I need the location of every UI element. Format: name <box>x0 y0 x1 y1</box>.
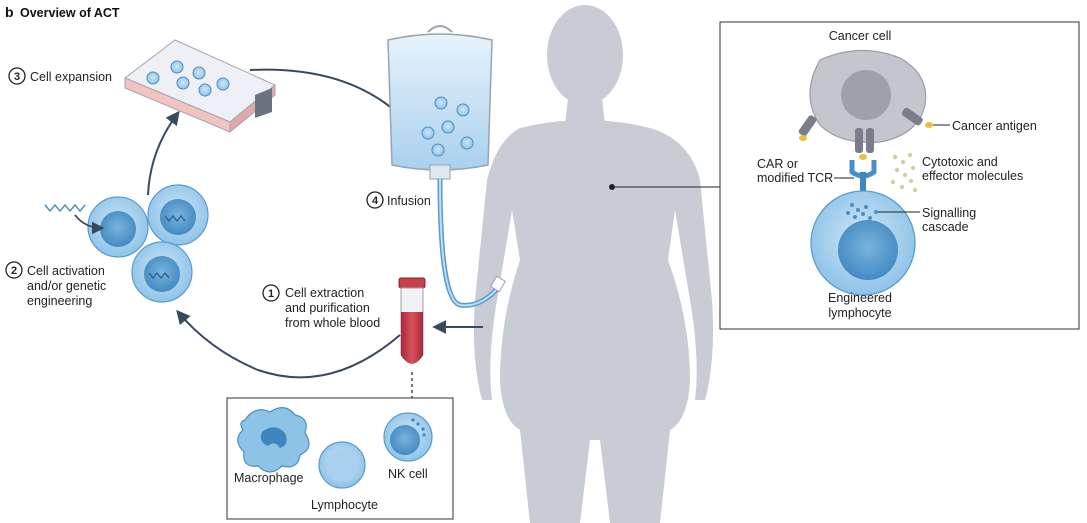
step-1-line-3: from whole blood <box>285 316 380 330</box>
engineered-line-1: Engineered <box>828 291 892 305</box>
step-1-number: 1 <box>268 288 274 300</box>
blood-tube <box>398 277 426 398</box>
cytotoxic-dots <box>890 152 918 193</box>
iv-bag <box>387 25 507 308</box>
step-4-number: 4 <box>372 195 379 207</box>
step-3-text: Cell expansion <box>30 70 112 84</box>
lymphocyte-label: Lymphocyte <box>311 498 378 512</box>
dna-icon <box>44 203 86 213</box>
diagram-title: Overview of ACT <box>20 6 120 20</box>
car-label-line-2: modified TCR <box>757 171 833 185</box>
step-1-line-2: and purification <box>285 301 370 315</box>
step-3-label: 3 Cell expansion <box>8 67 112 85</box>
step-4-text: Infusion <box>387 194 431 208</box>
detail-box: Cancer cell Cancer antigen CAR or modifi… <box>719 21 1080 330</box>
step-2-line-3: engineering <box>27 294 92 308</box>
panel-letter: b <box>5 4 14 20</box>
step-2-number: 2 <box>11 265 17 277</box>
car-label-line-1: CAR or <box>757 157 798 171</box>
step-3-number: 3 <box>14 71 20 83</box>
signalling-line-2: cascade <box>922 220 969 234</box>
human-silhouette <box>473 5 714 523</box>
cell-types-box: Macrophage Lymphocyte NK cell <box>226 397 454 520</box>
macrophage-label: Macrophage <box>234 471 304 485</box>
engineered-line-2: lymphocyte <box>828 306 891 320</box>
cytotoxic-line-1: Cytotoxic and <box>922 155 998 169</box>
nk-cell-label: NK cell <box>388 467 428 481</box>
culture-flask <box>124 39 276 134</box>
step-2-line-2: and/or genetic <box>27 279 106 293</box>
step-2-line-1: Cell activation <box>27 264 105 278</box>
step-4-label: 4 Infusion <box>366 191 431 209</box>
cancer-antigen-label: Cancer antigen <box>952 119 1037 133</box>
step-1-line-1: Cell extraction <box>285 286 364 300</box>
cancer-cell-label: Cancer cell <box>829 29 892 43</box>
step-2-label: 2 Cell activation and/or genetic enginee… <box>5 261 106 308</box>
activated-cells <box>44 184 209 303</box>
step-1-label: 1 Cell extraction and purification from … <box>262 284 380 330</box>
cytotoxic-line-2: effector molecules <box>922 169 1023 183</box>
signalling-line-1: Signalling <box>922 206 976 220</box>
